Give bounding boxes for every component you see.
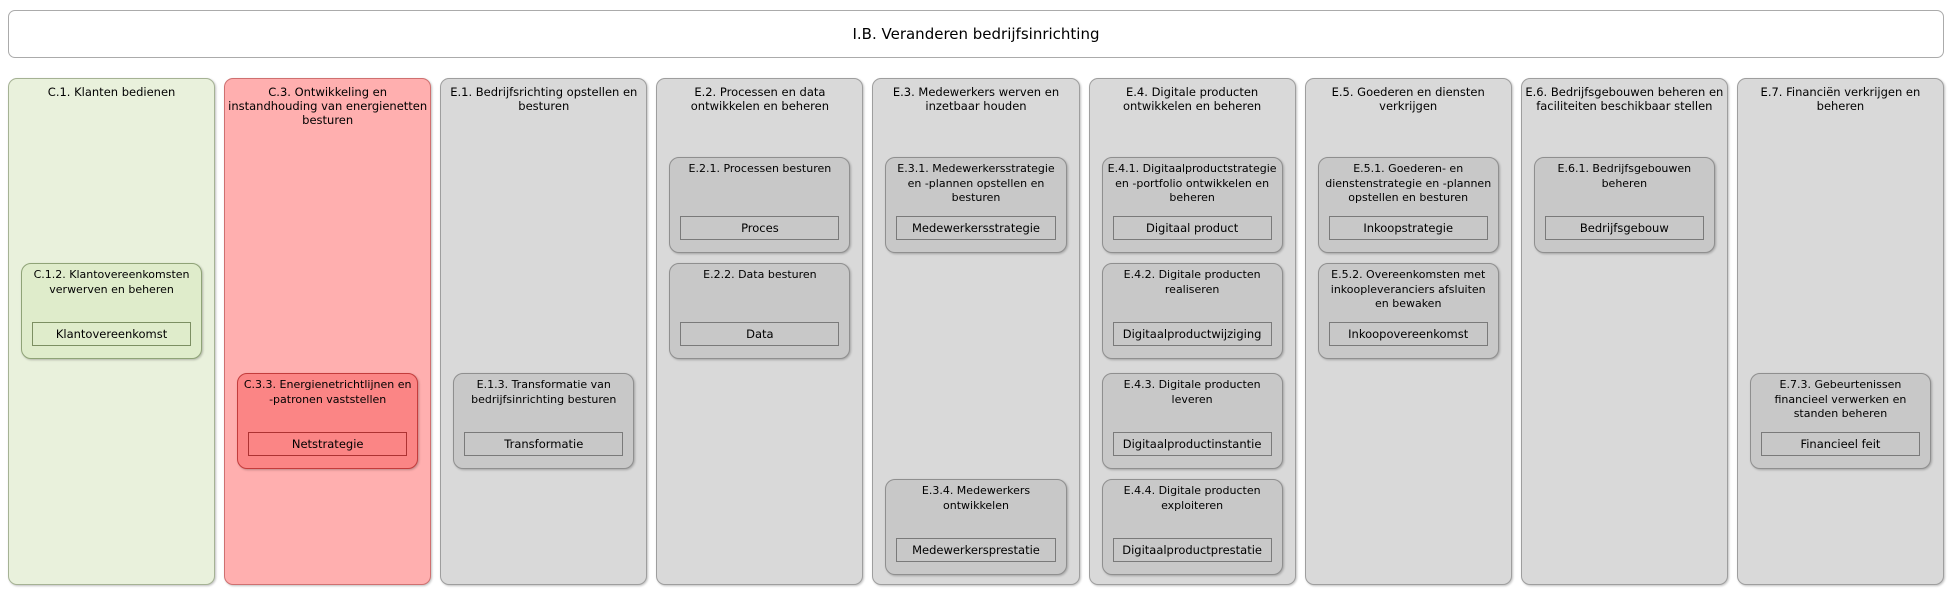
capability-group-C.1[interactable]: C.1. Klanten bedienen C.1.2. Klantoveree… bbox=[8, 78, 216, 585]
object-label: Financieel feit bbox=[1800, 437, 1881, 451]
object-label: Data bbox=[746, 327, 774, 341]
capability-group-title: E.5. Goederen en diensten verkrijgen bbox=[1331, 85, 1485, 113]
object-box[interactable]: Medewerkersprestatie bbox=[896, 538, 1056, 562]
object-label: Medewerkersstrategie bbox=[911, 221, 1041, 235]
capability-group-E.4[interactable]: E.4. Digitale producten ontwikkelen en b… bbox=[1088, 78, 1296, 585]
diagram-title: I.B. Veranderen bedrijfsinrichting bbox=[852, 25, 1100, 43]
object-label: Inkoopovereenkomst bbox=[1348, 327, 1469, 341]
capability-box-title: C.1.2. Klantovereenkomsten verwerven en … bbox=[33, 268, 190, 296]
capability-group-title: C.1. Klanten bedienen bbox=[47, 85, 176, 99]
object-box[interactable]: Klantovereenkomst bbox=[32, 322, 192, 346]
capability-box-E.4.4[interactable]: E.4.4. Digitale producten exploiteren Di… bbox=[1101, 479, 1283, 575]
capability-box-E.4.3[interactable]: E.4.3. Digitale producten leveren Digita… bbox=[1101, 373, 1283, 469]
object-box[interactable]: Data bbox=[680, 322, 840, 346]
capability-group-E.3[interactable]: E.3. Medewerkers werven en inzetbaar hou… bbox=[872, 78, 1080, 585]
object-label: Netstrategie bbox=[291, 437, 364, 451]
capability-box-E.3.4[interactable]: E.3.4. Medewerkers ontwikkelen Medewerke… bbox=[885, 479, 1067, 575]
object-label: Transformatie bbox=[504, 437, 584, 451]
capability-group-E.5[interactable]: E.5. Goederen en diensten verkrijgen E.5… bbox=[1304, 78, 1512, 585]
capability-group-E.7[interactable]: E.7. Financiën verkrijgen en beheren E.7… bbox=[1736, 78, 1944, 585]
capability-box-title: E.4.4. Digitale producten exploiteren bbox=[1123, 484, 1261, 512]
object-box[interactable]: Proces bbox=[680, 216, 840, 240]
capability-box-title: E.6.1. Bedrijfsgebouwen beheren bbox=[1557, 162, 1692, 190]
capability-group-title: E.7. Financiën verkrijgen en beheren bbox=[1760, 85, 1921, 113]
object-box[interactable]: Digitaalproductprestatie bbox=[1112, 538, 1272, 562]
object-box[interactable]: Financieel feit bbox=[1760, 432, 1920, 456]
object-box[interactable]: Inkoopovereenkomst bbox=[1328, 322, 1488, 346]
capability-box-E.6.1[interactable]: E.6.1. Bedrijfsgebouwen beheren Bedrijfs… bbox=[1533, 157, 1715, 253]
object-box[interactable]: Digitaal product bbox=[1112, 216, 1272, 240]
capability-box-E.5.2[interactable]: E.5.2. Overeenkomsten met inkoopleveranc… bbox=[1317, 263, 1499, 359]
capability-box-E.4.1[interactable]: E.4.1. Digitaalproductstrategie en -port… bbox=[1101, 157, 1283, 253]
capability-box-E.5.1[interactable]: E.5.1. Goederen- en dienstenstrategie en… bbox=[1317, 157, 1499, 253]
object-label: Inkoopstrategie bbox=[1363, 221, 1454, 235]
capability-box-title: E.4.3. Digitale producten leveren bbox=[1123, 378, 1261, 406]
capability-group-C.3[interactable]: C.3. Ontwikkeling en instandhouding van … bbox=[224, 78, 432, 585]
capability-box-title: E.5.2. Overeenkomsten met inkoopleveranc… bbox=[1330, 268, 1486, 310]
capability-group-title: E.2. Processen en data ontwikkelen en be… bbox=[690, 85, 829, 113]
capability-group-title: E.6. Bedrijfsgebouwen beheren en facilit… bbox=[1525, 85, 1724, 113]
capability-box-title: E.7.3. Gebeurtenissen financieel verwerk… bbox=[1774, 378, 1907, 420]
object-label: Klantovereenkomst bbox=[55, 327, 168, 341]
capability-box-title: E.1.3. Transformatie van bedrijfsinricht… bbox=[471, 378, 617, 406]
capability-box-E.2.1[interactable]: E.2.1. Processen besturen Proces bbox=[669, 157, 851, 253]
object-label: Bedrijfsgebouw bbox=[1579, 221, 1669, 235]
capability-box-title: E.4.2. Digitale producten realiseren bbox=[1123, 268, 1261, 296]
capability-box-C.3.3[interactable]: C.3.3. Energienetrichtlijnen en -patrone… bbox=[237, 373, 419, 469]
object-box[interactable]: Transformatie bbox=[464, 432, 624, 456]
capability-box-E.3.1[interactable]: E.3.1. Medewerkersstrategie en -plannen … bbox=[885, 157, 1067, 253]
capability-box-title: E.3.1. Medewerkersstrategie en -plannen … bbox=[897, 162, 1055, 204]
capability-box-title: E.5.1. Goederen- en dienstenstrategie en… bbox=[1325, 162, 1492, 204]
capability-group-E.2[interactable]: E.2. Processen en data ontwikkelen en be… bbox=[656, 78, 864, 585]
capability-box-title: C.3.3. Energienetrichtlijnen en -patrone… bbox=[243, 378, 412, 406]
capability-columns: C.1. Klanten bedienen C.1.2. Klantoveree… bbox=[8, 78, 1944, 585]
object-box[interactable]: Netstrategie bbox=[248, 432, 408, 456]
capability-group-E.6[interactable]: E.6. Bedrijfsgebouwen beheren en facilit… bbox=[1520, 78, 1728, 585]
object-label: Digitaalproductwijziging bbox=[1122, 327, 1262, 341]
object-label: Digitaalproductprestatie bbox=[1122, 543, 1262, 557]
capability-group-title: E.1. Bedrijfsrichting opstellen en bestu… bbox=[450, 85, 638, 113]
capability-box-title: E.4.1. Digitaalproductstrategie en -port… bbox=[1107, 162, 1277, 204]
capability-group-title: C.3. Ontwikkeling en instandhouding van … bbox=[228, 85, 428, 127]
object-box[interactable]: Inkoopstrategie bbox=[1328, 216, 1488, 240]
object-box[interactable]: Digitaalproductwijziging bbox=[1112, 322, 1272, 346]
capability-group-title: E.3. Medewerkers werven en inzetbaar hou… bbox=[892, 85, 1060, 113]
capability-box-E.2.2[interactable]: E.2.2. Data besturen Data bbox=[669, 263, 851, 359]
object-label: Digitaal product bbox=[1145, 221, 1239, 235]
capability-group-title: E.4. Digitale producten ontwikkelen en b… bbox=[1122, 85, 1262, 113]
object-box[interactable]: Bedrijfsgebouw bbox=[1544, 216, 1704, 240]
capability-box-title: E.2.1. Processen besturen bbox=[688, 162, 832, 175]
object-label: Digitaalproductinstantie bbox=[1122, 437, 1262, 451]
capability-box-C.1.2[interactable]: C.1.2. Klantovereenkomsten verwerven en … bbox=[21, 263, 203, 359]
object-box[interactable]: Digitaalproductinstantie bbox=[1112, 432, 1272, 456]
object-label: Medewerkersprestatie bbox=[912, 543, 1040, 557]
diagram-title-bar: I.B. Veranderen bedrijfsinrichting bbox=[8, 10, 1944, 58]
capability-box-title: E.3.4. Medewerkers ontwikkelen bbox=[921, 484, 1031, 512]
object-box[interactable]: Medewerkersstrategie bbox=[896, 216, 1056, 240]
object-label: Proces bbox=[741, 221, 779, 235]
capability-box-E.1.3[interactable]: E.1.3. Transformatie van bedrijfsinricht… bbox=[453, 373, 635, 469]
capability-box-title: E.2.2. Data besturen bbox=[703, 268, 817, 281]
capability-box-E.7.3[interactable]: E.7.3. Gebeurtenissen financieel verwerk… bbox=[1749, 373, 1931, 469]
capability-group-E.1[interactable]: E.1. Bedrijfsrichting opstellen en bestu… bbox=[440, 78, 648, 585]
capability-box-E.4.2[interactable]: E.4.2. Digitale producten realiseren Dig… bbox=[1101, 263, 1283, 359]
